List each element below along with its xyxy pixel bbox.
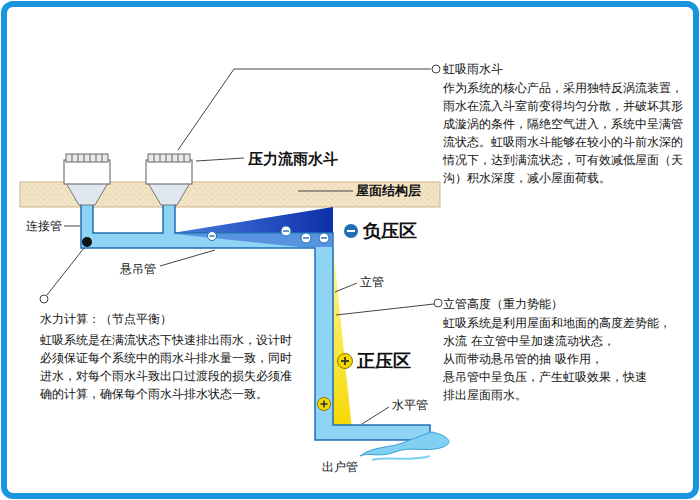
grate-bar [178,154,179,162]
grate-bar [90,154,91,162]
grate-bar [172,154,173,162]
rain-hopper [146,154,192,205]
plus-icon [318,354,353,411]
callout-body: 虹吸系统是在满流状态下快速排出雨水，设计时 必须保证每个系统中的雨水斗排水量一致… [40,331,297,403]
grate-bar [96,154,97,162]
zone-label: 负压区 [363,220,417,242]
positive-zone [333,245,352,430]
grate-bar [102,154,103,162]
callout-circle [40,65,442,307]
grate-bar [78,154,79,162]
negative-zone [172,207,333,233]
minus-icon [344,224,358,238]
grate-bar [160,154,161,162]
part-label: 压力流雨水斗 [248,150,338,168]
part-label: 立管 [360,275,384,290]
water-splash [360,432,449,456]
roof-slab [20,182,440,207]
zone-label: 正压区 [357,350,411,372]
grate-bar [72,154,73,162]
pipe-joint [82,237,92,247]
callout-body: 虹吸系统是利用屋面和地面的高度差势能，水流 在立管中呈加速流动状态，从而带动悬吊… [443,314,689,404]
callout-heading: 立管高度（重力势能） [443,296,563,312]
grate-bar [84,154,85,162]
grate-bar [154,154,155,162]
grate-bar [166,154,167,162]
part-label: 连接管 [26,219,62,234]
part-label: 屋面结构层 [356,183,421,199]
hopper-grate [72,154,184,162]
part-label: 悬吊管 [120,262,156,277]
pipe-negative-shade [175,234,332,247]
frame [4,4,696,496]
part-label: 出户管 [322,460,358,475]
grate-bar [184,154,185,162]
water-splash [372,456,430,460]
rain-hopper [64,154,110,205]
callout-heading: 水力计算：（节点平衡） [40,311,172,327]
callout-heading: 虹吸雨水斗 [443,61,503,77]
callout-body: 作为系统的核心产品，采用独特反涡流装置， 雨水在流入斗室前变得均匀分散，并破坏其… [443,79,688,187]
part-label: 水平管 [392,398,428,413]
minus-symbol [208,226,330,243]
